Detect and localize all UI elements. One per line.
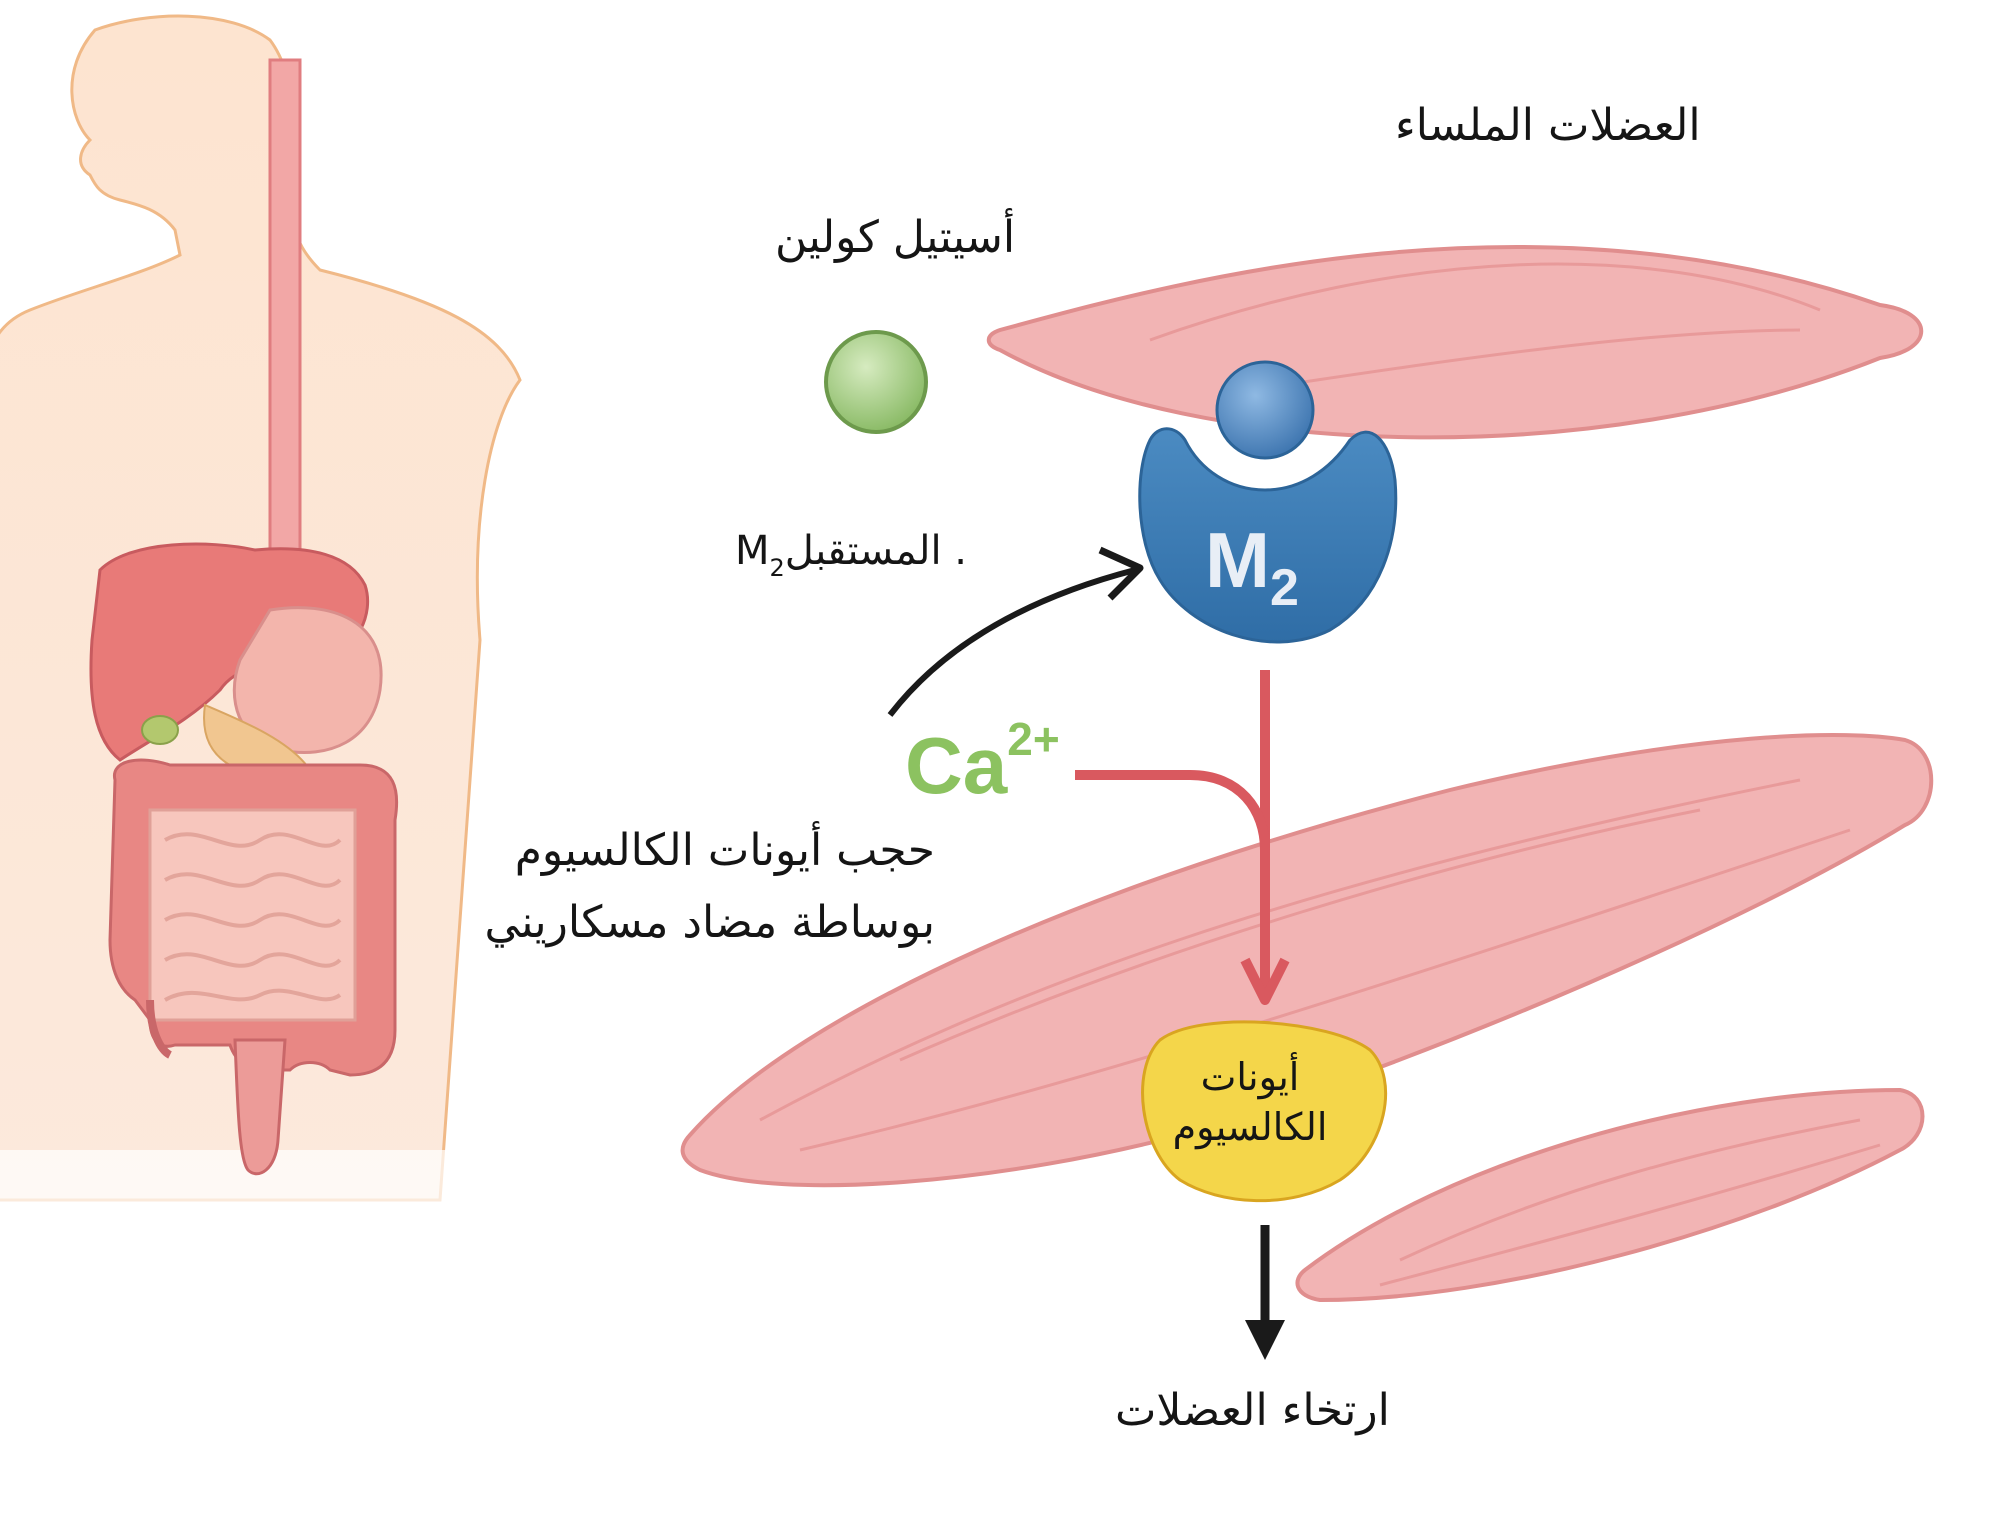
label-calcium-block: حجب أيونات الكالسيوم بوساطة مضاد مسكارين… bbox=[455, 815, 935, 959]
ions-line-1: أيونات bbox=[1200, 1055, 1300, 1099]
muscle-cell-top bbox=[986, 245, 1924, 440]
gallbladder bbox=[141, 715, 179, 745]
human-body-illustration bbox=[0, 14, 522, 1230]
appendix bbox=[146, 999, 173, 1059]
esophagus bbox=[268, 58, 302, 578]
block-line-1: حجب أيونات الكالسيوم bbox=[514, 825, 935, 876]
muscle-cell-middle bbox=[680, 733, 1934, 1188]
ions-line-2: الكالسيوم bbox=[1172, 1105, 1328, 1149]
bound-ligand bbox=[1215, 360, 1315, 460]
m2-receptor-prefix: . bbox=[941, 528, 968, 574]
black-arrow-curved bbox=[887, 567, 1136, 717]
muscle-cell-bottom bbox=[1295, 1087, 1925, 1303]
receptor-badge-subscript: 2 bbox=[1269, 559, 1299, 617]
black-arrow-curved-head bbox=[1098, 546, 1144, 601]
calcium-ions-blob bbox=[1141, 1020, 1387, 1203]
receptor-badge-symbol: M bbox=[1205, 516, 1270, 604]
calcium-charge: 2+ bbox=[1007, 713, 1060, 766]
block-line-2: بوساطة مضاد مسكاريني bbox=[484, 897, 935, 948]
small-intestine bbox=[148, 808, 357, 1022]
acetylcholine-molecule bbox=[824, 330, 928, 434]
label-m2-receptor: M2المستقبل . bbox=[735, 528, 968, 582]
stomach bbox=[232, 606, 383, 754]
calcium-inflow-curve bbox=[1075, 770, 1270, 851]
calcium-symbol: Ca bbox=[905, 721, 1008, 810]
black-arrow-down-head bbox=[1245, 1320, 1285, 1360]
label-smooth-muscle: العضلات الملساء bbox=[1395, 100, 1701, 151]
m2-receptor-shape bbox=[1138, 427, 1398, 644]
receptor-badge: M2 bbox=[1205, 515, 1299, 617]
rectum bbox=[233, 1038, 287, 1176]
red-arrow-head bbox=[1240, 957, 1290, 1005]
label-calcium-ions: أيونات الكالسيوم bbox=[1140, 1052, 1360, 1152]
m2-symbol-text: M bbox=[735, 528, 770, 574]
m2-subscript-text: 2 bbox=[769, 554, 785, 582]
calcium-label: Ca2+ bbox=[905, 713, 1060, 812]
m2-receptor-text: المستقبل bbox=[784, 528, 942, 574]
label-acetylcholine: أسيتيل كولين bbox=[775, 212, 1016, 263]
label-muscle-relaxation: ارتخاء العضلات bbox=[1115, 1385, 1390, 1436]
